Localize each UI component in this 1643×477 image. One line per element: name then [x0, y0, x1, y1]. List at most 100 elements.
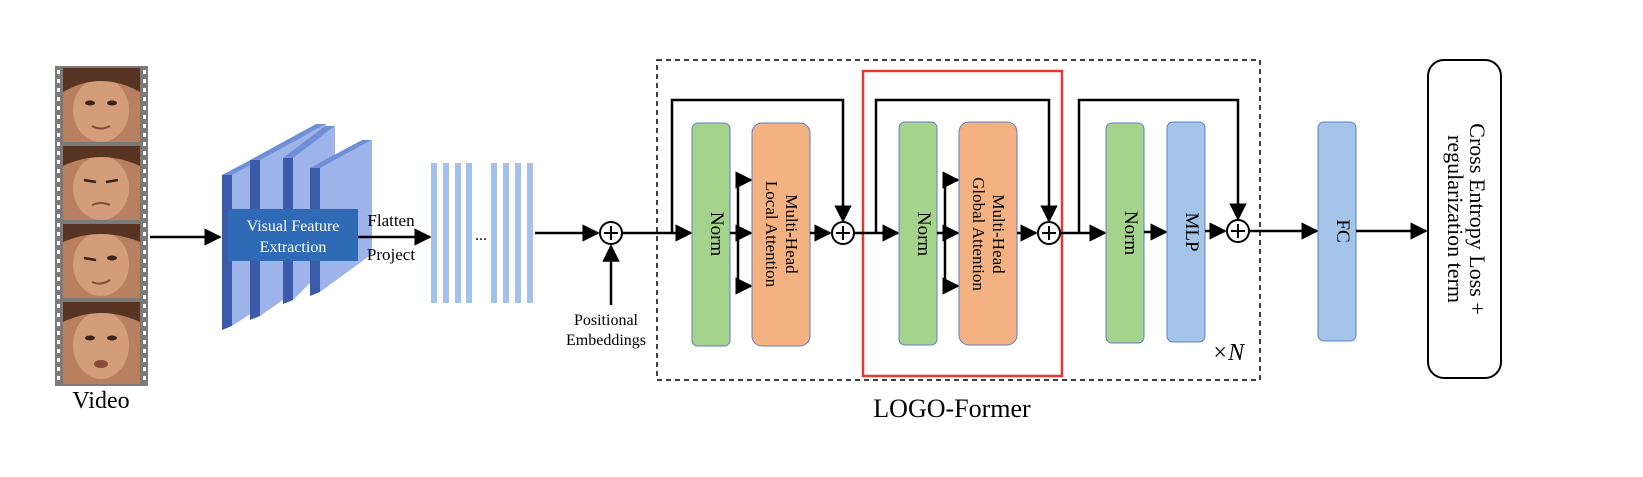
token-bar — [466, 163, 472, 303]
sprocket-hole — [143, 313, 146, 317]
sprocket-hole — [143, 151, 146, 155]
film-sprocket-holes-left — [57, 70, 60, 380]
sprocket-hole — [143, 187, 146, 191]
sprocket-hole — [57, 160, 60, 164]
sprocket-hole — [143, 376, 146, 380]
fork-local — [735, 171, 753, 233]
loss-box — [1427, 59, 1502, 379]
sprocket-hole — [143, 250, 146, 254]
sprocket-hole — [57, 205, 60, 209]
sprocket-hole — [57, 250, 60, 254]
local-attention-line2: Local Attention — [762, 181, 781, 288]
sprocket-hole — [57, 97, 60, 101]
sprocket-hole — [143, 340, 146, 344]
residual-skip-global — [874, 98, 1058, 233]
sprocket-hole — [57, 286, 60, 290]
film-sprocket-holes-right — [143, 70, 146, 380]
sprocket-hole — [57, 268, 60, 272]
sprocket-hole — [143, 124, 146, 128]
sprocket-hole — [143, 169, 146, 173]
fork-global-lower — [942, 233, 960, 295]
token-bar — [431, 163, 437, 303]
add-node-local — [831, 221, 855, 245]
flatten-label: Flatten — [367, 211, 415, 230]
loss-line1: Cross Entropy Loss + — [1465, 123, 1490, 314]
sprocket-hole — [57, 214, 60, 218]
token-bar — [515, 163, 521, 303]
sprocket-hole — [143, 277, 146, 281]
sprocket-hole — [143, 160, 146, 164]
sprocket-hole — [57, 241, 60, 245]
visual-feature-label-line1: Visual Feature — [247, 218, 340, 235]
token-bar — [443, 163, 449, 303]
token-bar — [503, 163, 509, 303]
sprocket-hole — [143, 196, 146, 200]
video-film-strip — [55, 66, 148, 386]
sprocket-hole — [57, 70, 60, 74]
face-frame-3 — [63, 224, 140, 298]
sprocket-hole — [57, 106, 60, 110]
sprocket-hole — [57, 376, 60, 380]
residual-skip-mlp — [1077, 98, 1247, 233]
sprocket-hole — [57, 358, 60, 362]
local-attention-box — [751, 122, 811, 347]
sprocket-hole — [57, 142, 60, 146]
sprocket-hole — [143, 259, 146, 263]
sprocket-hole — [57, 304, 60, 308]
visual-feature-label-line2: Extraction — [260, 239, 327, 256]
sprocket-hole — [57, 115, 60, 119]
sprocket-hole — [143, 358, 146, 362]
mlp-label: MLP — [1181, 212, 1202, 251]
sprocket-hole — [143, 79, 146, 83]
sprocket-hole — [143, 142, 146, 146]
repeat-n-label: ×N — [1212, 340, 1246, 366]
sprocket-hole — [57, 178, 60, 182]
slab-top — [250, 124, 326, 160]
sprocket-hole — [57, 223, 60, 227]
residual-skip-local — [670, 98, 852, 233]
fork-local-lower — [735, 233, 753, 295]
sprocket-hole — [57, 340, 60, 344]
add-node-mlp — [1226, 219, 1250, 243]
sprocket-hole — [143, 223, 146, 227]
token-bar — [491, 163, 497, 303]
sprocket-hole — [143, 115, 146, 119]
sprocket-hole — [57, 322, 60, 326]
sprocket-hole — [57, 196, 60, 200]
sprocket-hole — [143, 295, 146, 299]
sprocket-hole — [143, 205, 146, 209]
sprocket-hole — [143, 304, 146, 308]
slab-top — [283, 126, 335, 158]
sprocket-hole — [57, 367, 60, 371]
local-attention-line1: Multi-Head — [782, 194, 801, 274]
norm-box-local — [691, 122, 731, 347]
face-frame-2 — [63, 146, 140, 220]
face-frame-4 — [63, 302, 140, 384]
token-bar — [527, 163, 533, 303]
token-sequence — [431, 163, 533, 303]
slab-top — [310, 140, 372, 168]
sprocket-hole — [143, 367, 146, 371]
sprocket-hole — [57, 79, 60, 83]
sprocket-hole — [143, 349, 146, 353]
token-bar — [455, 163, 461, 303]
project-label: Project — [367, 245, 415, 264]
sprocket-hole — [143, 178, 146, 182]
fork-global — [942, 171, 960, 233]
global-attention-line2: Global Attention — [969, 177, 988, 291]
face-frame-1 — [63, 68, 140, 142]
positional-add-node — [599, 221, 623, 245]
sprocket-hole — [57, 151, 60, 155]
norm-label-local: Norm — [706, 212, 727, 257]
video-label: Video — [72, 388, 129, 414]
sprocket-hole — [57, 88, 60, 92]
norm-label-global: Norm — [913, 212, 934, 257]
sprocket-hole — [143, 331, 146, 335]
positional-label-line1: Positional — [574, 312, 639, 329]
sprocket-hole — [143, 70, 146, 74]
sprocket-hole — [57, 124, 60, 128]
sprocket-hole — [143, 322, 146, 326]
sprocket-hole — [143, 268, 146, 272]
token-ellipsis: ... — [475, 227, 487, 244]
sprocket-hole — [57, 259, 60, 263]
